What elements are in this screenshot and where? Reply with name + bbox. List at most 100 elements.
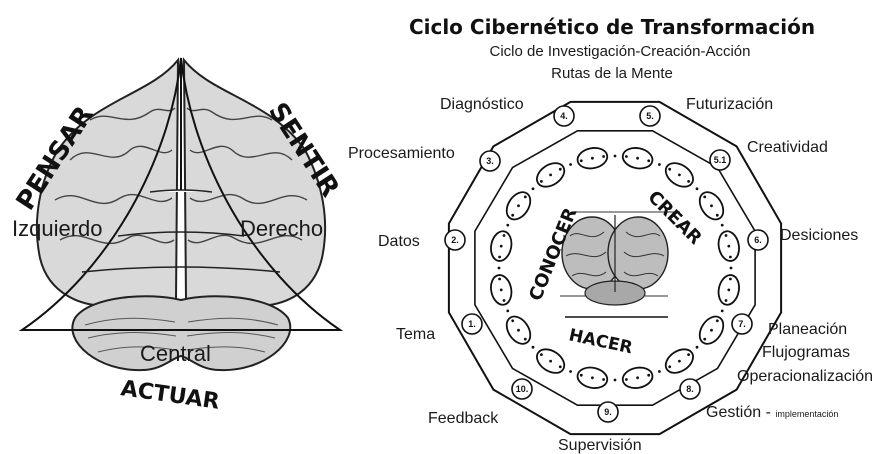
stage-node-circle	[461, 313, 483, 335]
stage-label-supervision: Supervisión	[558, 437, 642, 454]
stage-node-circle	[597, 401, 619, 423]
cycle-dot	[569, 163, 572, 166]
stage-node-circle	[747, 229, 769, 251]
label-izquierdo: Izquierdo	[12, 216, 103, 241]
stage-node-circle	[553, 105, 575, 127]
cycle-dot	[647, 159, 651, 163]
stage-label-creatividad: Creatividad	[747, 139, 828, 156]
stage-label-desiciones: Desiciones	[780, 227, 858, 244]
cycle-dot	[727, 288, 731, 292]
cycle-dot	[695, 187, 699, 191]
stage-label-procesamiento: Procesamiento	[348, 145, 455, 162]
stage-node-circle	[679, 378, 701, 400]
cycle-dot	[523, 337, 527, 341]
stage-label-datos: Datos	[378, 233, 420, 250]
stage-node-number: 3.	[486, 156, 494, 166]
stage-node-number: 4.	[560, 111, 568, 121]
cycle-dot	[498, 277, 501, 281]
cycle-dot	[724, 234, 728, 237]
stage-node: 10.	[511, 378, 533, 400]
cycle-dot	[558, 365, 562, 369]
cycle-dot	[703, 337, 707, 341]
cycle-dot	[511, 213, 515, 217]
cycle-dot	[613, 154, 617, 158]
label-derecho: Derecho	[240, 216, 323, 241]
cycle-dot	[720, 223, 724, 227]
cycle-dot	[636, 156, 639, 160]
cycle-dot	[729, 277, 732, 281]
stage-node: 5.1	[709, 149, 731, 171]
stage-node-number: 5.	[646, 111, 654, 121]
stage-node: 2.	[444, 229, 466, 251]
cycle-dot	[710, 204, 713, 208]
stage-node: 7.	[731, 313, 753, 335]
cycle-dot	[710, 328, 713, 332]
stage-node-number: 10.	[516, 384, 529, 394]
label-actuar: ACTUAR	[119, 376, 221, 415]
cycle-figure: Ciclo Cibernético de Transformación Cicl…	[348, 15, 873, 454]
cycle-dot	[678, 173, 681, 177]
cycle-dot	[727, 244, 731, 248]
stage-node-number: 6.	[754, 235, 762, 245]
stage-node: 5.	[639, 105, 661, 127]
cycle-dot	[498, 255, 501, 259]
cycle-dot	[678, 359, 681, 363]
stage-label-flujogramas: Flujogramas	[762, 344, 850, 361]
cycle-dot	[540, 180, 543, 183]
cycle-dot	[695, 345, 699, 349]
stage-node-number: 8.	[686, 384, 694, 394]
left-hemisphere	[35, 57, 180, 307]
cycle-dot	[499, 244, 503, 248]
cycle-dot	[668, 167, 672, 171]
stage-node-circle	[444, 229, 466, 251]
cycle-dot	[591, 376, 594, 380]
stage-node: 9.	[597, 401, 619, 423]
cycle-dot	[502, 234, 506, 237]
cycle-dot	[531, 345, 535, 349]
triangle-band	[149, 189, 213, 193]
stage-node: 4.	[553, 105, 575, 127]
cycle-dot	[506, 309, 510, 313]
triangle-band	[117, 231, 245, 237]
cycle-dot	[497, 266, 501, 270]
cycle-dot	[517, 204, 520, 208]
stage-node: 1.	[461, 313, 483, 335]
cycle-dot	[531, 187, 535, 191]
stage-node-number: 9.	[604, 407, 612, 417]
cycle-dot	[703, 195, 707, 199]
stage-label-operacionalizacion: Operacionalización	[737, 368, 873, 385]
stage-node: 6.	[747, 229, 769, 251]
cycle-dot	[658, 163, 661, 166]
cycle-dot	[724, 299, 728, 302]
stage-label-planeacion: Planeación	[768, 321, 847, 338]
cycle-dot	[647, 373, 651, 377]
stage-node-circle	[511, 378, 533, 400]
stage-label-feedback: Feedback	[428, 410, 499, 427]
cycle-dot	[729, 255, 732, 259]
cycle-dot	[668, 365, 672, 369]
cycle-dot	[499, 288, 503, 292]
triangle-outline	[18, 57, 344, 331]
triangle-band	[81, 266, 281, 273]
cycle-dot	[729, 266, 733, 270]
cycle-dot	[569, 370, 572, 373]
stage-node-number: 1.	[468, 319, 476, 329]
label-hacer: HACER	[567, 325, 634, 358]
cycle-dot	[558, 167, 562, 171]
central-brain-icon	[560, 211, 680, 318]
cycle-dot	[636, 376, 639, 380]
stage-node: 3.	[479, 150, 501, 172]
cycle-dot	[549, 359, 552, 363]
cycle-dot	[506, 223, 510, 227]
cycle-dot	[540, 353, 543, 356]
stage-node-number: 7.	[738, 319, 746, 329]
stage-label-implementacion: implementación	[775, 409, 838, 419]
cycle-dot	[602, 378, 605, 381]
cycle-dot	[602, 155, 605, 158]
cycle-subtitle-2: Rutas de la Mente	[551, 65, 673, 82]
label-central: Central	[140, 341, 211, 366]
cycle-dot	[613, 378, 617, 382]
inner-dots	[497, 154, 733, 382]
cycle-dot	[517, 328, 520, 332]
stage-label-gestion: Gestión - implementación	[706, 404, 838, 421]
